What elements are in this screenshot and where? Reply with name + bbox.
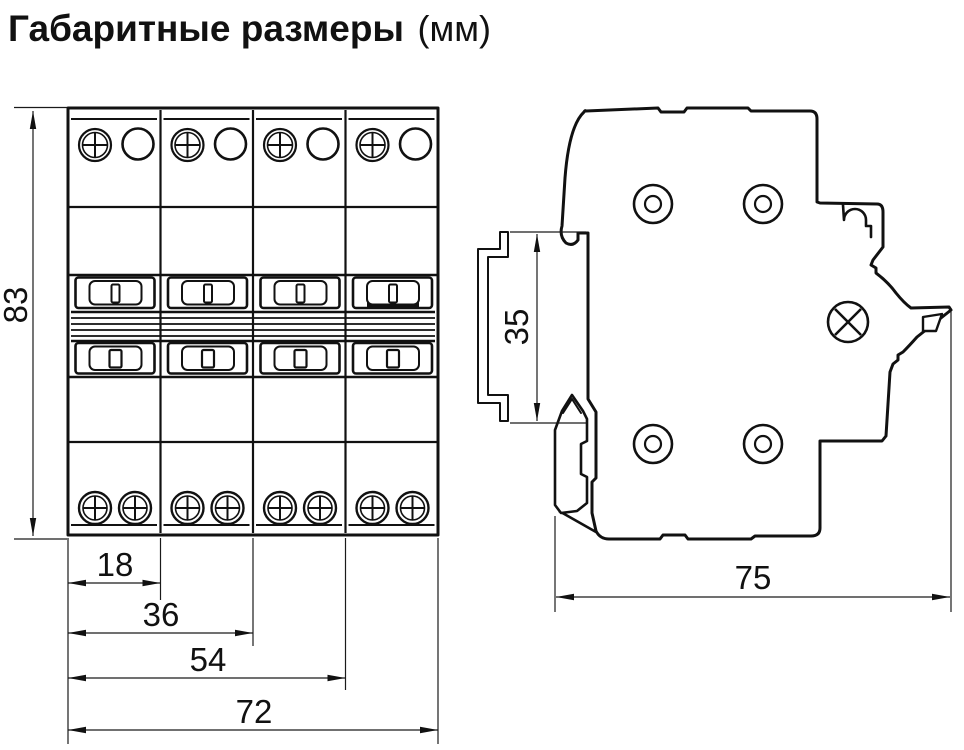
fastening-clip-hole <box>921 312 944 333</box>
side-view <box>477 106 953 541</box>
dimension-value: 18 <box>97 546 134 583</box>
screw-icon <box>117 490 153 526</box>
breaker-side-body <box>559 106 953 541</box>
dimension-value: 72 <box>236 693 273 730</box>
screw-icon <box>170 127 205 163</box>
screw-icon <box>395 490 430 526</box>
screw-icon <box>355 490 390 526</box>
screw-icon <box>170 490 205 526</box>
dimension-width-72: 72 <box>68 693 438 734</box>
toggle-switch-bottom <box>166 341 249 375</box>
dimension-depth-75: 75 <box>554 311 952 612</box>
toggle-switch-top <box>351 276 434 310</box>
pole-module <box>71 118 157 526</box>
dimension-value: 83 <box>0 287 34 324</box>
screw-icon <box>262 127 298 163</box>
screw-icon <box>210 490 245 526</box>
dimension-width-36: 36 <box>68 596 253 637</box>
dimension-value: 54 <box>190 641 227 678</box>
screw-icon <box>77 127 113 163</box>
toggle-switch-bottom <box>74 341 156 375</box>
rivet-icon <box>742 423 784 465</box>
dimension-width-18: 18 <box>68 546 161 587</box>
page-title: Габаритные размеры (мм) <box>8 8 491 49</box>
din-rail-profile <box>477 231 509 422</box>
dimension-value: 75 <box>735 559 772 596</box>
toggle-switch-bottom <box>351 341 434 375</box>
latch-base-line <box>558 509 597 534</box>
terminal-hole-icon <box>121 127 155 161</box>
rivet-icon <box>632 183 674 225</box>
screw-x-icon <box>826 300 870 344</box>
screw-icon <box>77 490 113 526</box>
terminal-hole-icon <box>306 127 340 161</box>
pole-module <box>348 118 435 526</box>
page-title-unit: (мм) <box>417 8 490 49</box>
dimension-width-54: 54 <box>68 641 346 682</box>
rivet-icon <box>742 183 784 225</box>
screw-icon <box>302 490 338 526</box>
toggle-switch-bottom <box>259 341 341 375</box>
pole-module <box>256 118 342 526</box>
din-latch <box>553 393 589 515</box>
screw-icon <box>262 490 298 526</box>
terminal-hole-icon <box>213 127 248 161</box>
toggle-switch-top <box>74 276 156 310</box>
front-view <box>66 106 440 537</box>
dimension-value: 35 <box>498 309 535 346</box>
din-latch-pointer <box>562 398 582 414</box>
side-step-arch <box>841 203 873 239</box>
pole-module <box>163 118 250 526</box>
dimension-rail-35: 35 <box>498 231 586 424</box>
page-title-main: Габаритные размеры <box>8 8 404 49</box>
dimension-value: 36 <box>143 596 180 633</box>
rivet-icon <box>632 423 674 465</box>
screw-icon <box>355 127 390 163</box>
toggle-switch-top <box>259 276 341 310</box>
dimension-height-83: 83 <box>0 106 67 540</box>
toggle-switch-top <box>166 276 249 310</box>
terminal-hole-icon <box>398 127 433 161</box>
front-view-dimensions: 83 18 36 54 72 <box>0 106 439 744</box>
side-view-dimensions: 35 75 <box>498 231 952 612</box>
